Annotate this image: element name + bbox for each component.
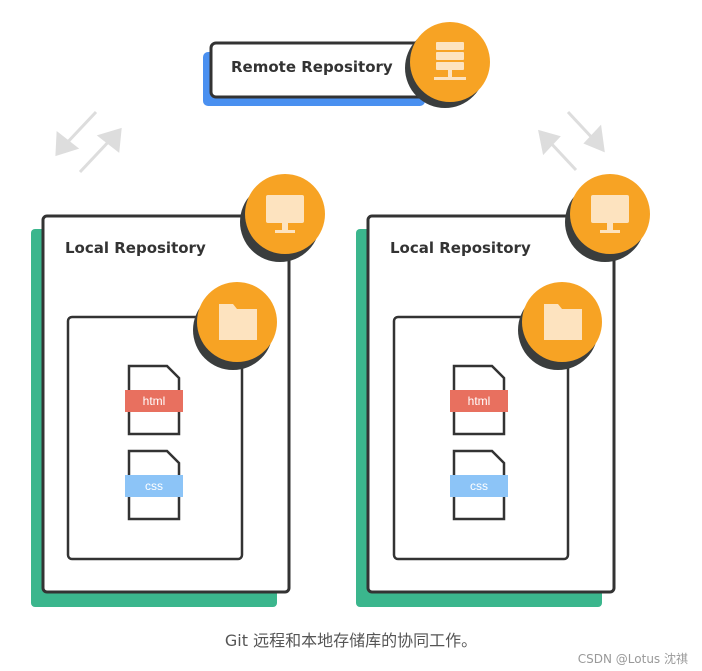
monitor-icon [240,174,325,262]
watermark: CSDN @Lotus 沈祺 [577,652,688,666]
css-file-tag: css [125,475,183,497]
html-file-tag: html [125,390,183,412]
monitor-icon [565,174,650,262]
remote-repository-label: Remote Repository [231,58,393,76]
sync-arrows-icon [55,110,122,174]
figure-caption: Git 远程和本地存储库的协同工作。 [224,631,478,650]
folder-icon [518,282,602,370]
local-repository-label: Local Repository [390,239,531,257]
folder-icon [193,282,277,370]
html-file-tag: html [450,390,508,412]
local-repository-label: Local Repository [65,239,206,257]
remote-repository-box [203,41,435,106]
sync-arrows-icon [538,110,605,172]
css-file-tag: css [450,475,508,497]
server-icon [405,22,490,108]
